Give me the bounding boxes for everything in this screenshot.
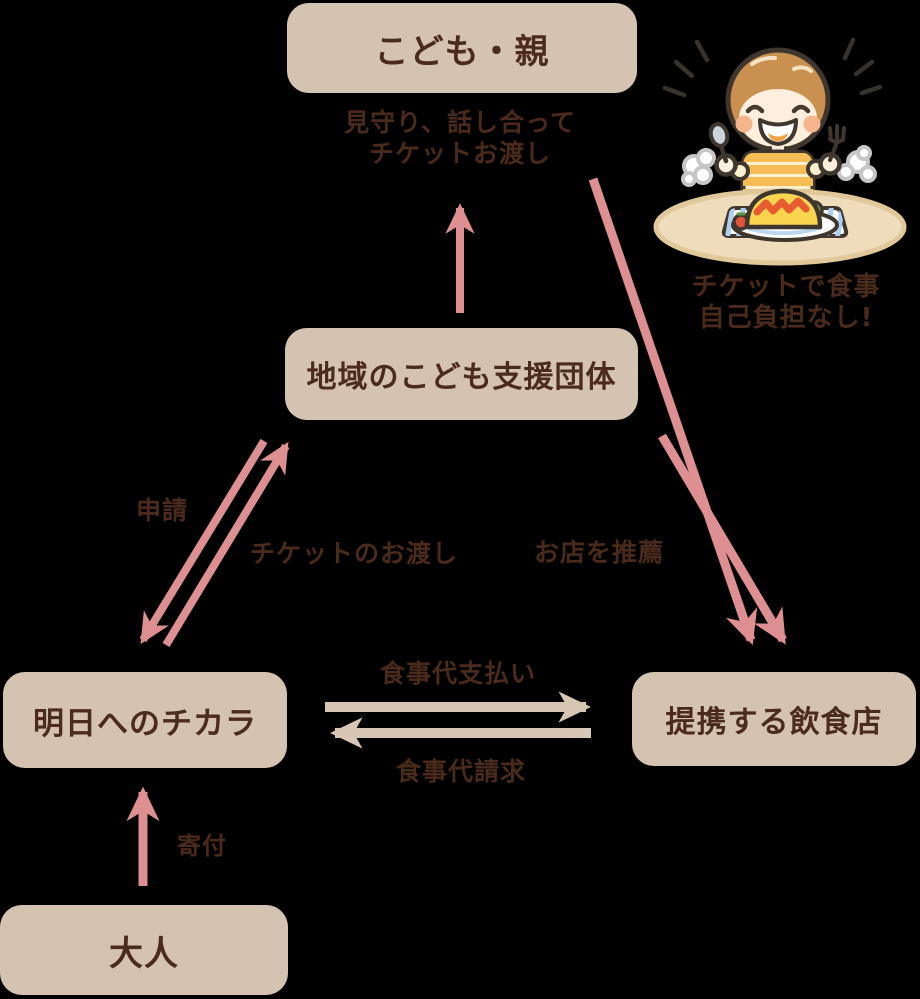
ketchup xyxy=(753,197,810,216)
tongue xyxy=(768,133,788,142)
child-face xyxy=(725,47,831,153)
fist xyxy=(818,152,842,176)
label-ticket-meal-line1: チケットで食事 xyxy=(691,272,881,302)
fork-icon xyxy=(828,124,846,162)
label-watch-line1: 見守り、話し合って xyxy=(344,108,576,137)
label-watch-line2: チケットお渡し xyxy=(368,139,552,168)
closed-eye xyxy=(791,104,811,114)
arrow-eat-with-ticket xyxy=(588,177,758,646)
node-partner-restaurants: 提携する飲食店 xyxy=(632,672,916,766)
steam-icon xyxy=(681,145,877,187)
label-meal-billing: 食事代請求 xyxy=(395,757,527,786)
label-ticket-meal-line2: 自己負担なし! xyxy=(698,303,874,333)
cheek-blush xyxy=(735,115,753,133)
node-children-parent: こども・親 xyxy=(287,3,637,93)
closed-eye xyxy=(745,104,765,114)
child-eating-illustration xyxy=(653,37,907,266)
sparkle-lines-icon xyxy=(662,37,883,98)
label-meal-payment: 食事代支払い xyxy=(379,659,537,688)
node-asu-e-no-chikara: 明日へのチカラ xyxy=(3,672,287,768)
label-donation: 寄付 xyxy=(177,832,227,860)
cheek-blush xyxy=(803,115,821,133)
striped-shirt xyxy=(740,149,816,195)
arrow-recommend-shop xyxy=(658,433,787,645)
label-application: 申請 xyxy=(136,496,189,525)
arrow-application xyxy=(139,438,268,645)
arrow-ticket-handover xyxy=(162,441,290,648)
open-mouth xyxy=(758,118,798,146)
spoon-icon xyxy=(708,122,730,164)
node-support-organization: 地域のこども支援団体 xyxy=(285,328,638,420)
label-recommend-shop: お店を推薦 xyxy=(534,538,665,567)
label-ticket-handover: チケットのお渡し xyxy=(250,539,459,568)
node-adults: 大人 xyxy=(0,905,288,995)
label-ticket-meal: チケットで食事 自己負担なし! xyxy=(691,272,880,334)
label-watch-and-handover: 見守り、話し合って チケットお渡し xyxy=(344,107,576,169)
